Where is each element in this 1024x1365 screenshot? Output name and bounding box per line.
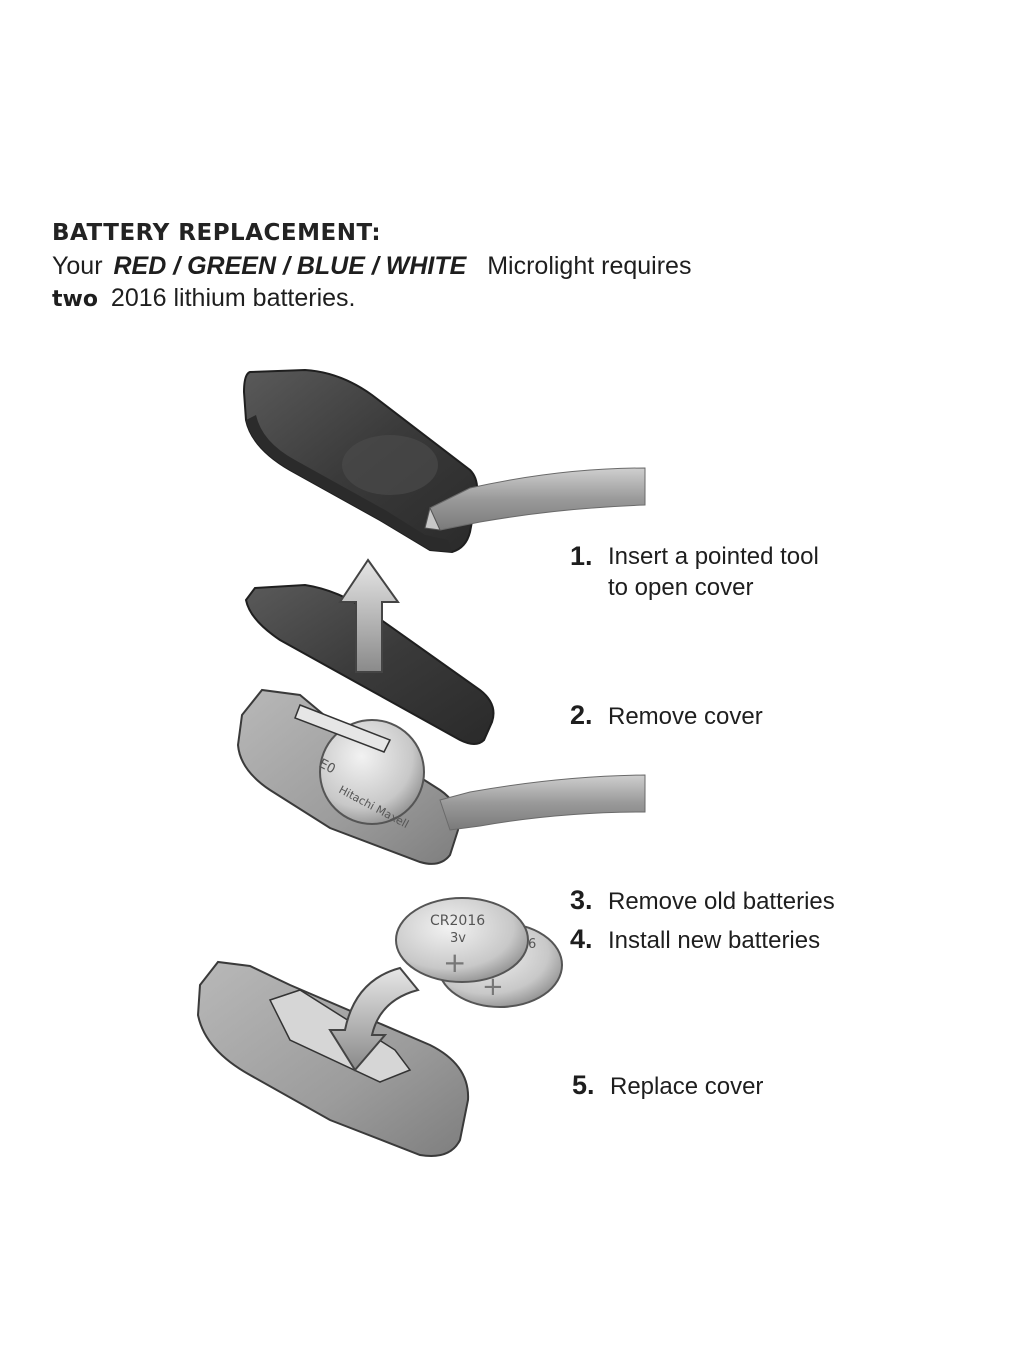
insert-arrow [328,966,420,1072]
step-2-text: Remove cover [608,703,763,730]
installed-battery-code: E0 [316,756,338,777]
header: BATTERY REPLACEMENT: Your RED / GREEN / … [52,216,952,316]
tool-tip [424,506,441,531]
cover-button [342,435,438,495]
step-1-number: 1. [570,541,593,571]
step-4-number: 4. [570,924,593,954]
color-variants: RED / GREEN / BLUE / WHITE [113,252,467,280]
step-1-text-line-2: to open cover [608,574,754,601]
step-5-text: Replace cover [610,1073,764,1100]
step-1: 1. Insert a pointed tool to open cover [570,541,819,603]
step-3-text: Remove old batteries [608,888,835,915]
step-2-number: 2. [570,700,593,730]
battery-clip [294,704,392,753]
step-3-number: 3. [570,885,593,915]
step2-figure: E0 Hitachi Maxell [236,558,646,865]
cover-edge [246,415,452,552]
up-arrow [338,558,400,673]
installed-battery [319,719,425,825]
page-title: BATTERY REPLACEMENT: [52,220,382,246]
coin-front-model: CR2016 [430,913,485,929]
intro-line-1: Your RED / GREEN / BLUE / WHITE Microlig… [52,250,952,282]
intro-prefix: Your [52,252,103,280]
battery-type: 2016 lithium batteries. [110,284,356,312]
step-4: 4. Install new batteries [570,924,820,956]
step-2: 2. Remove cover [570,700,763,732]
coin-battery-front [395,897,529,983]
battery-count: two [52,287,98,312]
coin-front-voltage: 3v [450,931,466,946]
step1-figure [242,368,646,554]
intro-line-2: two 2016 lithium batteries. [52,282,952,316]
tool-shaft [429,467,646,531]
coin-back-label: 6 [528,937,536,952]
coin-front-plus: + [443,946,466,979]
step-4-text: Install new batteries [608,927,821,954]
step-5-number: 5. [572,1070,595,1100]
intro-suffix: Microlight requires [487,252,692,280]
tool-shaft-2 [439,774,646,831]
step-5: 5. Replace cover [572,1070,763,1102]
step-3: 3. Remove old batteries [570,885,835,917]
step3-4-figure: 6 + CR2016 3v + [196,897,563,1157]
step-1-text-line-1: Insert a pointed tool [608,543,819,570]
